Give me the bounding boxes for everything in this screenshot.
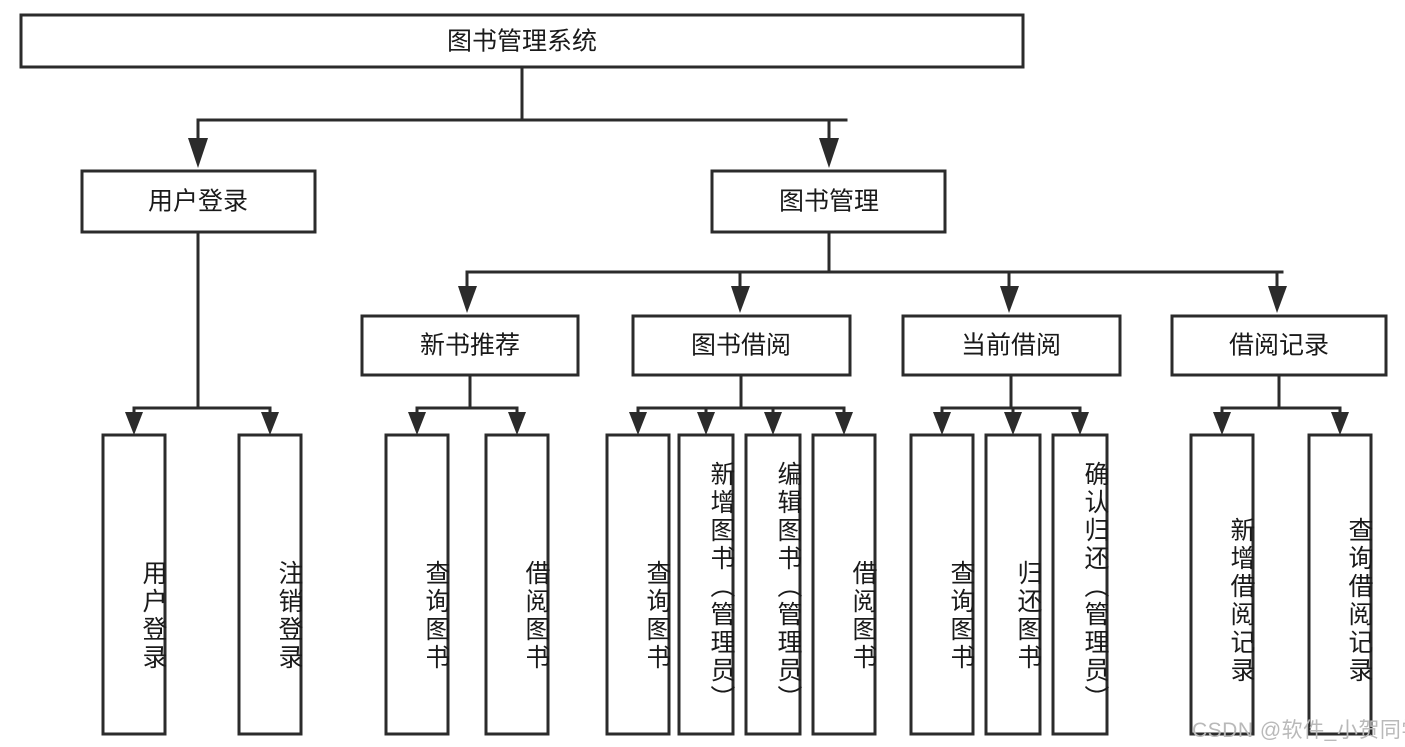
arrow-head-leaf-query-book-rec bbox=[408, 412, 426, 435]
node-box-leaf-query-record[interactable] bbox=[1307, 433, 1373, 736]
arrow-head-leaf-add-book bbox=[697, 412, 715, 435]
node-box-leaf-query-book-cur[interactable] bbox=[909, 433, 975, 736]
arrow-head-currentborrow bbox=[1000, 286, 1019, 313]
node-label-user-login: 用户登录 bbox=[148, 188, 248, 216]
arrow-head-bookborrow bbox=[731, 286, 750, 313]
arrow-head-leaf-return-book bbox=[1004, 412, 1022, 435]
node-box-borrow-record[interactable] bbox=[1170, 314, 1388, 377]
arrow-head-userlogin bbox=[188, 138, 208, 168]
node-box-new-book-recommend[interactable] bbox=[360, 314, 580, 377]
arrow-head-leaf-confirm-return bbox=[1071, 412, 1089, 435]
arrow-head-newbook bbox=[458, 286, 477, 313]
node-box-leaf-edit-book[interactable] bbox=[744, 433, 802, 736]
arrow-head-leaf-borrow-book-rec bbox=[508, 412, 526, 435]
node-box-root[interactable] bbox=[19, 13, 1025, 69]
node-box-leaf-borrow-book[interactable] bbox=[811, 433, 877, 736]
node-box-leaf-borrow-book-rec[interactable] bbox=[484, 433, 550, 736]
node-label-current-borrow: 当前借阅 bbox=[961, 332, 1061, 360]
arrow-head-bookmgmt bbox=[819, 138, 839, 168]
node-box-leaf-return-book[interactable] bbox=[984, 433, 1042, 736]
node-box-leaf-add-book[interactable] bbox=[677, 433, 735, 736]
connector-group bbox=[125, 65, 1349, 435]
node-box-book-borrow[interactable] bbox=[631, 314, 852, 377]
node-box-leaf-query-book-rec[interactable] bbox=[384, 433, 450, 736]
node-box-leaf-user-login[interactable] bbox=[101, 433, 167, 736]
node-label-borrow-record: 借阅记录 bbox=[1229, 332, 1329, 360]
arrow-head-leaf-user-logout bbox=[261, 412, 279, 435]
node-label-book-borrow: 图书借阅 bbox=[691, 332, 791, 360]
node-label-root: 图书管理系统 bbox=[447, 28, 597, 56]
node-box-leaf-add-record[interactable] bbox=[1189, 433, 1255, 736]
arrow-head-leaf-edit-book bbox=[764, 412, 782, 435]
csdn-watermark: CSDN @软件_小贺同学 bbox=[1192, 719, 1405, 742]
node-box-leaf-confirm-return[interactable] bbox=[1051, 433, 1109, 736]
node-label-book-management: 图书管理 bbox=[779, 188, 879, 216]
node-box-current-borrow[interactable] bbox=[901, 314, 1122, 377]
node-box-user-login[interactable] bbox=[80, 169, 317, 234]
arrow-head-leaf-borrow-book bbox=[835, 412, 853, 435]
arrow-head-leaf-query-book-borrow bbox=[629, 412, 647, 435]
arrow-head-leaf-query-record bbox=[1331, 412, 1349, 435]
arrow-head-leaf-add-record bbox=[1213, 412, 1231, 435]
arrow-head-borrowrecord bbox=[1268, 286, 1287, 313]
node-label-new-book-recommend: 新书推荐 bbox=[420, 332, 520, 360]
arrow-head-leaf-user-login bbox=[125, 412, 143, 435]
node-box-book-management[interactable] bbox=[710, 169, 947, 234]
node-box-leaf-query-book-borrow[interactable] bbox=[605, 433, 671, 736]
arrow-head-leaf-query-book-cur bbox=[933, 412, 951, 435]
node-boxes: 图书管理系统 用户登录 图书管理 新书推荐 图书借阅 当前借阅 借阅记录 bbox=[19, 13, 1388, 736]
node-box-leaf-user-logout[interactable] bbox=[237, 433, 303, 736]
